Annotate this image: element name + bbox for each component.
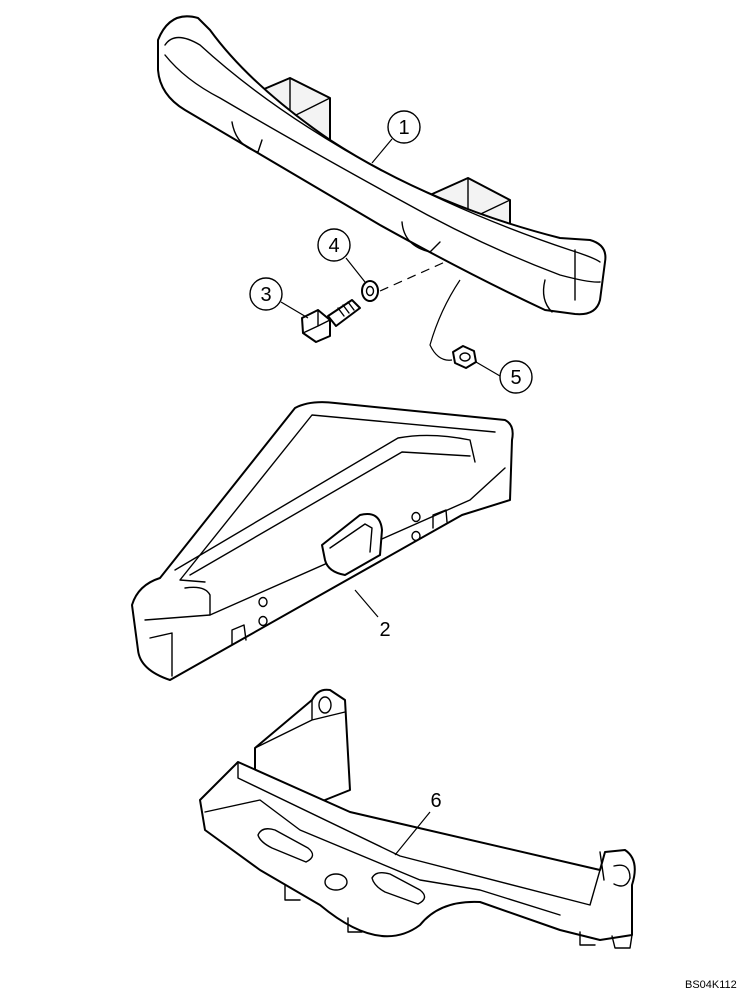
callout-1-label: 1 xyxy=(398,117,409,139)
assembly-line-bolt xyxy=(379,261,446,292)
callout-3-label: 3 xyxy=(260,284,271,306)
callout-1: 1 xyxy=(371,110,421,164)
callout-2-label: 2 xyxy=(379,619,390,641)
part-1-bumper xyxy=(157,15,607,316)
callout-4-label: 4 xyxy=(328,235,339,257)
callout-6: 6 xyxy=(394,790,442,856)
callout-2: 2 xyxy=(354,589,391,641)
part-4-washer xyxy=(361,280,379,302)
part-5-nut xyxy=(452,345,477,369)
callout-5: 5 xyxy=(475,360,533,394)
assembly-line-nut xyxy=(429,279,461,361)
part-6-mounting-frame xyxy=(199,688,636,949)
callout-5-label: 5 xyxy=(510,367,521,389)
part-3-bolt xyxy=(301,299,361,343)
callout-6-label: 6 xyxy=(430,790,441,812)
drawing-code: BS04K112 xyxy=(685,979,737,991)
callout-3: 3 xyxy=(249,277,309,319)
part-2-counterweight xyxy=(131,401,514,681)
callout-4: 4 xyxy=(317,228,366,283)
